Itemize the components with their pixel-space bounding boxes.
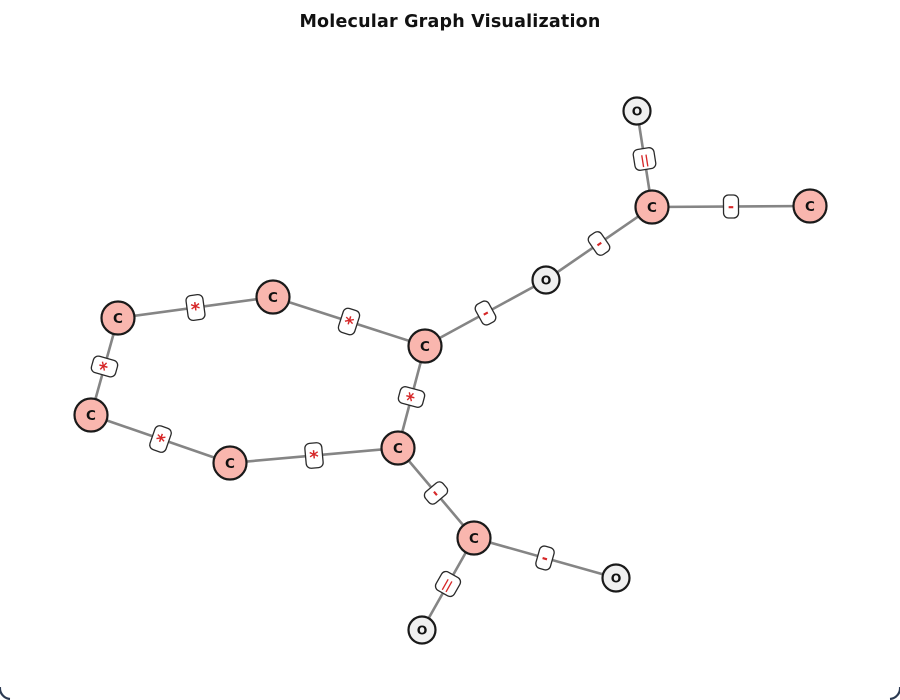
atom-node-O1: O [622, 96, 652, 126]
bond-symbol: * [309, 447, 321, 469]
bond-label-C8-C5: * [397, 386, 426, 408]
bond-label-box [535, 545, 555, 571]
atom-nodes-layer: O C C O C C C C C C C O O [73, 96, 828, 645]
bond-labels-layer: || - - - * * * * * * - || - [90, 147, 740, 598]
atom-node-O4: O [601, 563, 631, 593]
atom-node-C2: C [792, 188, 828, 224]
atom-node-C9: C [456, 520, 492, 556]
bond-edges-layer [89, 109, 812, 632]
atom-label: O [611, 571, 622, 586]
bond-label-box [397, 386, 426, 408]
carbon-atom-circle [73, 397, 109, 433]
atom-label: C [113, 311, 123, 327]
atom-label: C [86, 408, 96, 424]
atom-node-O2: O [531, 265, 561, 295]
atom-label: C [268, 290, 278, 306]
atom-label: C [420, 339, 430, 355]
bond-label-box [304, 442, 324, 469]
bond-label-C9-O3: || [434, 570, 462, 598]
bond-symbol: || [639, 152, 650, 167]
bond-label-C3-C4: * [185, 293, 206, 322]
atom-label: O [541, 273, 552, 288]
atom-node-O3: O [407, 615, 437, 645]
bond-label-box [185, 293, 206, 322]
atom-node-C1: C [634, 189, 670, 225]
bond-label-C6-C7: * [149, 425, 172, 453]
atom-node-C3: C [255, 279, 291, 315]
carbon-atom-circle [634, 189, 670, 225]
bond-label-C1-O2: - [587, 231, 611, 256]
bond-label-C1-C2: - [722, 194, 740, 219]
figure-frame-layer [0, 686, 900, 700]
oxygen-atom-circle [622, 96, 652, 126]
carbon-atom-circle [456, 520, 492, 556]
atom-label: O [417, 623, 428, 638]
bond-label-box [474, 300, 497, 326]
atom-label: O [632, 104, 643, 119]
atom-label: C [393, 441, 403, 457]
bond-label-box [434, 570, 462, 598]
bond-symbol: * [190, 299, 203, 321]
atom-label: C [647, 200, 657, 216]
atom-node-C8: C [380, 430, 416, 466]
bond-label-box [149, 425, 172, 453]
bond-label-O1-C1: || [632, 147, 657, 171]
bond-label-box [423, 481, 449, 505]
carbon-atom-circle [255, 279, 291, 315]
frame-corner-bottom-left [0, 686, 11, 700]
bond-label-C8-C9: - [423, 481, 449, 505]
bond-label-C9-O4: - [535, 545, 555, 571]
oxygen-atom-circle [601, 563, 631, 593]
oxygen-atom-circle [407, 615, 437, 645]
atom-node-C6: C [73, 397, 109, 433]
bond-label-box [632, 147, 657, 171]
bond-label-box [337, 307, 361, 336]
atom-node-C5: C [407, 328, 443, 364]
atom-label: C [805, 199, 815, 215]
bond-label-box [722, 194, 740, 219]
atom-node-C4: C [100, 300, 136, 336]
carbon-atom-circle [100, 300, 136, 336]
bond-symbol: - [728, 197, 734, 215]
frame-corner-bottom-right [889, 686, 900, 700]
bond-symbol: - [540, 548, 551, 567]
atom-label: C [225, 456, 235, 472]
bond-label-C5-C3: * [337, 307, 361, 336]
bond-label-box [90, 355, 119, 378]
bond-label-box [587, 231, 611, 256]
carbon-atom-circle [407, 328, 443, 364]
carbon-atom-circle [380, 430, 416, 466]
atom-node-C7: C [212, 445, 248, 481]
oxygen-atom-circle [531, 265, 561, 295]
bond-label-C7-C8: * [304, 442, 324, 469]
page-title: Molecular Graph Visualization [299, 12, 601, 32]
carbon-atom-circle [792, 188, 828, 224]
bond-label-C4-C6: * [90, 355, 119, 378]
atom-label: C [469, 531, 479, 547]
bond-label-O2-C5: - [474, 300, 497, 326]
carbon-atom-circle [212, 445, 248, 481]
